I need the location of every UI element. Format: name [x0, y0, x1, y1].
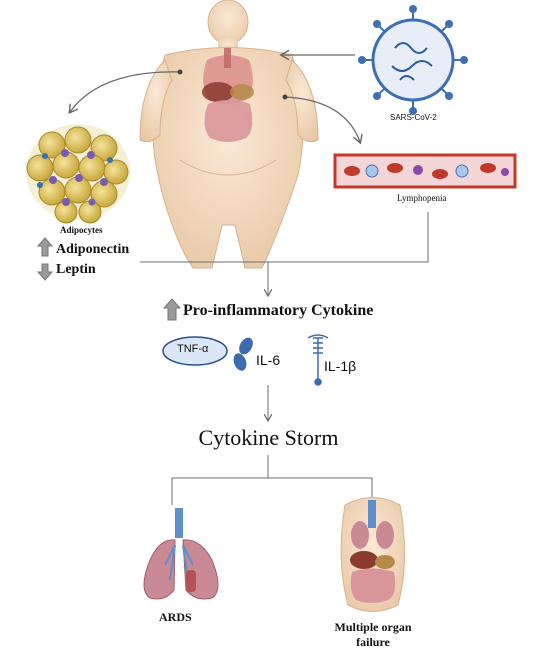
sars-cov-2-virus	[358, 5, 468, 115]
cytokine-storm-label: Cytokine Storm	[198, 425, 339, 450]
tnf-alpha-bubble	[162, 336, 228, 366]
lungs-icon	[143, 508, 219, 600]
blood-vessel	[333, 153, 517, 189]
virus-label: SARS-CoV-2	[390, 113, 437, 122]
storm-branch-lines	[171, 455, 373, 505]
body-to-adipocytes-arrow	[70, 71, 181, 112]
leptin-down-arrow	[36, 263, 54, 281]
leptin-label: Leptin	[56, 262, 96, 277]
cytokine-up-arrow	[162, 298, 182, 321]
il6-molecule-icon	[233, 337, 253, 371]
organ-failure-line-1: Multiple organ	[334, 620, 412, 634]
cytokine-heading: Pro-inflammatory Cytokine	[183, 302, 374, 319]
adipocytes-cluster	[26, 124, 130, 224]
adiponectin-up-arrow	[36, 237, 54, 257]
adipocytes-label: Adipocytes	[60, 225, 103, 235]
organ-failure-label: Multiple organ failure	[318, 620, 428, 650]
il6-label: IL-6	[256, 352, 281, 368]
il1b-receptor-icon	[307, 334, 329, 386]
lymphopenia-label: Lymphopenia	[397, 193, 447, 203]
tnf-alpha-label: TNF-α	[177, 343, 209, 355]
organ-failure-line-2: failure	[356, 635, 390, 649]
body-to-vessel-arrow	[284, 96, 360, 142]
ards-label: ARDS	[159, 610, 192, 624]
adiponectin-label: Adiponectin	[56, 242, 130, 257]
il1b-label: IL-1β	[324, 358, 357, 374]
obese-body-figure	[139, 0, 319, 269]
lymphopenia-connector	[140, 212, 429, 263]
organs-torso-icon	[340, 497, 406, 612]
